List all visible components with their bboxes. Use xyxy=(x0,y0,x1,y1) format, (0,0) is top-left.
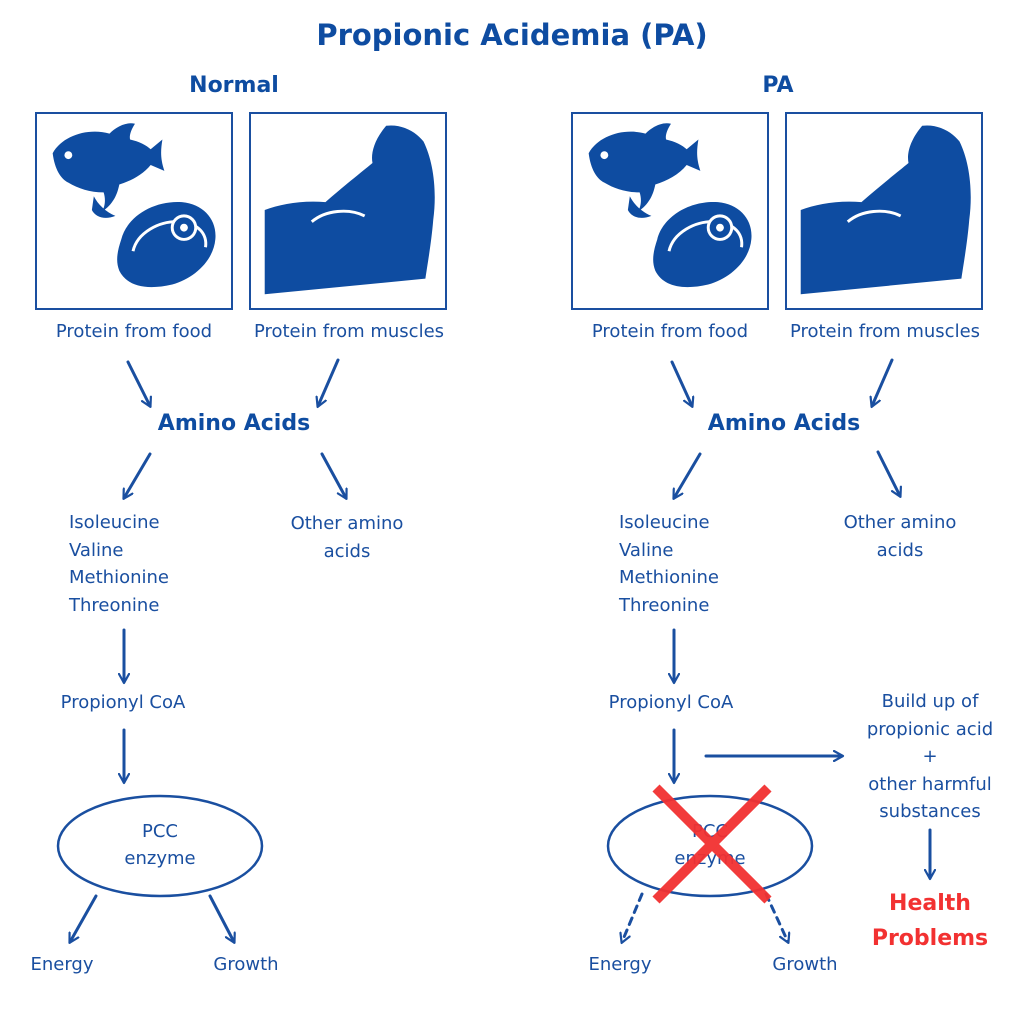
arrow-amino-to-specific xyxy=(674,452,702,498)
pa-muscle-image xyxy=(785,112,983,310)
enzyme-line: enzyme xyxy=(124,848,196,869)
pa-food-image xyxy=(571,112,769,310)
normal-other-amino-acids: Other amino acids xyxy=(262,510,432,565)
other-amino-line: acids xyxy=(323,540,371,562)
arrow-food-to-amino xyxy=(126,360,150,406)
buildup-line: + xyxy=(922,746,938,767)
pa-heading: PA xyxy=(762,73,794,98)
arrow-amino-to-specific xyxy=(124,452,152,498)
dashed-arrow-enzyme-to-energy xyxy=(622,892,644,942)
arrow-enzyme-to-energy xyxy=(70,894,98,942)
red-x-icon xyxy=(652,784,772,904)
arrow-muscle-to-amino xyxy=(872,358,894,406)
amino-acid-item: Methionine xyxy=(69,567,169,588)
pa-enzyme-ellipse xyxy=(606,794,814,898)
normal-enzyme-ellipse xyxy=(56,794,264,898)
amino-acid-item: Valine xyxy=(69,539,124,561)
normal-heading: Normal xyxy=(189,73,279,98)
fish-icon xyxy=(588,123,701,218)
buildup-line: propionic acid xyxy=(866,718,994,740)
pa-growth: Growth xyxy=(772,954,838,975)
pa-other-amino-acids: Other amino acids xyxy=(815,509,985,564)
normal-enzyme-label: PCC enzyme xyxy=(60,818,260,872)
health-problems-line: Problems xyxy=(871,926,989,951)
health-problems-line: Health xyxy=(889,891,971,916)
pa-propionyl-coa: Propionyl CoA xyxy=(608,692,734,713)
amino-acid-item: Threonine xyxy=(69,594,160,616)
arrow-amino-to-other xyxy=(320,452,346,498)
normal-food-image xyxy=(35,112,233,310)
amino-acid-item: Isoleucine xyxy=(619,512,710,533)
page-title: Propionic Acidemia (PA) xyxy=(316,18,708,52)
amino-acid-item: Threonine xyxy=(619,594,710,616)
dashed-arrow-enzyme-to-growth xyxy=(764,892,788,942)
pa-health-problems: Health Problems xyxy=(850,886,1010,956)
normal-propionyl-coa: Propionyl CoA xyxy=(60,692,186,713)
buildup-line: other harmful xyxy=(868,773,992,795)
fish-icon xyxy=(52,123,165,218)
buildup-line: Build up of xyxy=(881,691,979,712)
arrow-muscle-to-amino xyxy=(318,358,340,406)
normal-specific-amino-acids: Isoleucine Valine Methionine Threonine xyxy=(69,509,169,619)
arrow-food-to-amino xyxy=(670,360,692,406)
normal-growth: Growth xyxy=(213,954,279,975)
pa-energy: Energy xyxy=(588,954,652,975)
pa-muscle-label: Protein from muscles xyxy=(789,321,981,342)
enzyme-line: PCC xyxy=(142,821,178,842)
other-amino-line: acids xyxy=(876,539,924,561)
pa-amino-acids: Amino Acids xyxy=(707,411,861,436)
normal-energy: Energy xyxy=(30,954,94,975)
normal-amino-acids: Amino Acids xyxy=(157,411,311,436)
normal-food-label: Protein from food xyxy=(55,321,213,342)
pa-food-label: Protein from food xyxy=(591,321,749,342)
amino-acid-item: Isoleucine xyxy=(69,512,160,533)
steak-icon xyxy=(117,202,216,288)
pa-specific-amino-acids: Isoleucine Valine Methionine Threonine xyxy=(619,509,719,619)
other-amino-line: Other amino xyxy=(843,512,957,533)
steak-icon xyxy=(653,202,752,288)
buildup-line: substances xyxy=(879,801,981,822)
amino-acid-item: Methionine xyxy=(619,567,719,588)
flexed-arm-icon xyxy=(264,125,435,295)
normal-muscle-image xyxy=(249,112,447,310)
flexed-arm-icon xyxy=(800,125,971,295)
amino-acid-item: Valine xyxy=(619,539,674,561)
pa-buildup-text: Build up of propionic acid + other harmf… xyxy=(840,688,1020,826)
arrow-amino-to-other xyxy=(876,450,900,496)
normal-muscle-label: Protein from muscles xyxy=(253,321,445,342)
other-amino-line: Other amino xyxy=(290,513,404,534)
arrow-enzyme-to-growth xyxy=(208,894,234,942)
